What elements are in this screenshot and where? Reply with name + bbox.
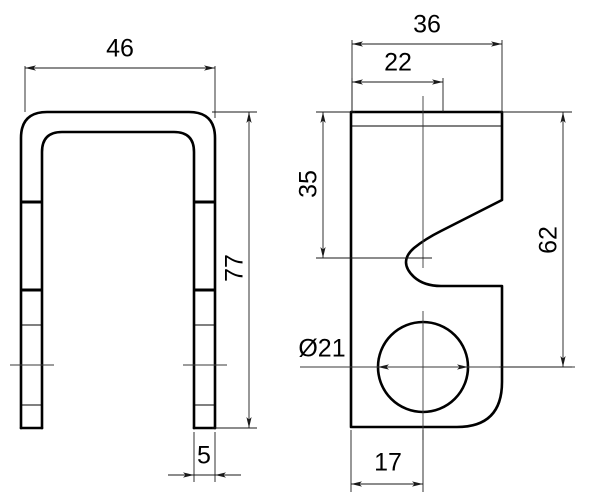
dim-arrow-d21-left [378,364,389,370]
front-view-geometry [10,110,227,430]
dim-label-5: 5 [197,442,211,470]
front-view-dimensions: 46 77 5 [24,35,257,482]
side-view-dimensions: 36 22 35 62 17 Ø21 [295,11,572,492]
dim-label-62: 62 [535,226,563,254]
dim-arrow-5-left [183,472,194,478]
dim-label-46: 46 [106,35,134,63]
dim-label-22: 22 [384,49,412,77]
dim-arrow-d21-right [457,364,468,370]
front-view-inner-profile [40,130,196,430]
side-view-geometry [300,96,575,440]
front-view-outer-profile [19,110,217,430]
dim-label-36: 36 [413,11,441,39]
dim-label-17: 17 [374,449,402,477]
dim-arrow-5-right [215,472,226,478]
dim-label-35: 35 [295,170,323,198]
dim-label-77: 77 [221,254,249,282]
side-view-profile [349,110,504,429]
dim-label-d21: Ø21 [298,335,345,363]
